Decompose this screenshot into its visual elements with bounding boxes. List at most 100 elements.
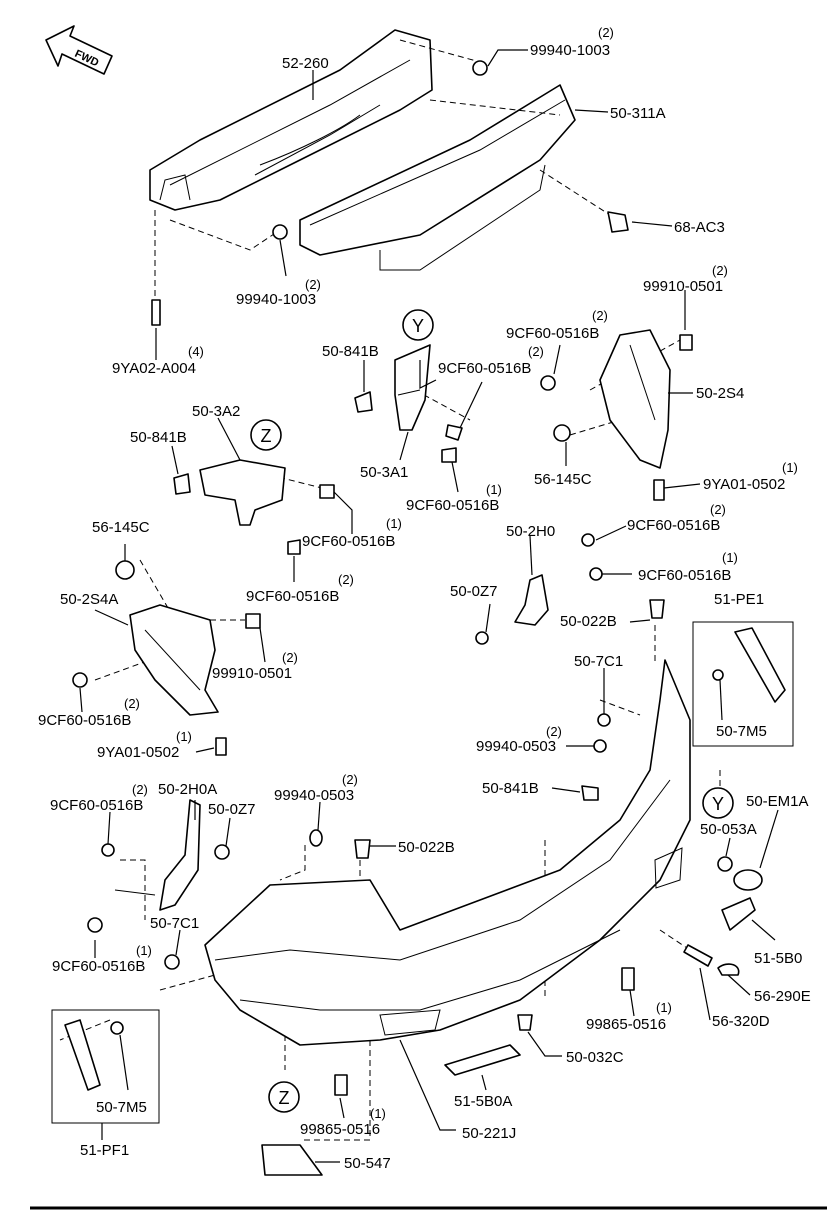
side-bracket-left <box>114 799 201 911</box>
label-50-2H0A: 50-2H0A <box>158 781 217 798</box>
label-68-AC3: 68-AC3 <box>674 219 725 236</box>
label-99940-1003: 99940-1003 <box>236 291 316 308</box>
label-50-3A1: 50-3A1 <box>360 464 408 481</box>
label-56-290E: 56-290E <box>754 988 811 1005</box>
label-99865-0516: 99865-0516 <box>586 1016 666 1033</box>
clip-icon <box>173 473 191 495</box>
clip-icon <box>214 844 230 860</box>
clip-icon <box>597 713 611 727</box>
screw-icon <box>101 843 115 857</box>
clip-icon <box>354 839 371 859</box>
label-50-841B: 50-841B <box>322 343 379 360</box>
callout-y-top: Y <box>402 309 434 341</box>
svg-text:(1): (1) <box>782 460 798 475</box>
screw-icon <box>334 1074 348 1096</box>
svg-text:Y: Y <box>712 794 724 814</box>
svg-text:(2): (2) <box>710 502 726 517</box>
label-9CF60-0516B: 9CF60-0516B <box>438 360 531 377</box>
callout-y-bottom: Y <box>702 787 734 819</box>
label-50-547: 50-547 <box>344 1155 391 1172</box>
bumper-cover <box>204 659 691 1046</box>
svg-text:(1): (1) <box>176 729 192 744</box>
label-9YA02-A004: 9YA02-A004 <box>112 360 196 377</box>
label-51-5B0A: 51-5B0A <box>454 1093 512 1110</box>
nut-icon <box>593 739 607 753</box>
svg-text:(2): (2) <box>528 344 544 359</box>
screw-icon <box>653 479 665 501</box>
svg-text:Z: Z <box>279 1088 290 1108</box>
label-99865-0516: 99865-0516 <box>300 1121 380 1138</box>
label-51-PF1: 51-PF1 <box>80 1142 129 1159</box>
screw-icon <box>287 539 301 555</box>
label-50-7C1: 50-7C1 <box>150 915 199 932</box>
svg-text:(2): (2) <box>342 772 358 787</box>
label-50-841B: 50-841B <box>130 429 187 446</box>
label-51-PE1: 51-PE1 <box>714 591 764 608</box>
label-9CF60-0516B: 9CF60-0516B <box>50 797 143 814</box>
cover-50-547 <box>261 1144 323 1176</box>
label-99940-0503: 99940-0503 <box>274 787 354 804</box>
clip-icon <box>649 599 665 619</box>
reflector-inset-left <box>51 1009 160 1124</box>
svg-text:(1): (1) <box>386 516 402 531</box>
nut-icon <box>540 375 556 391</box>
screw-icon <box>215 737 227 756</box>
label-50-7C1: 50-7C1 <box>574 653 623 670</box>
label-9YA01-0502: 9YA01-0502 <box>97 744 179 761</box>
label-9CF60-0516B: 9CF60-0516B <box>638 567 731 584</box>
label-50-032C: 50-032C <box>566 1049 624 1066</box>
clip-56-290e <box>717 963 740 976</box>
nut-icon <box>475 631 489 645</box>
label-52-260: 52-260 <box>282 55 329 72</box>
label-56-145C: 56-145C <box>534 471 592 488</box>
label-50-841B: 50-841B <box>482 780 539 797</box>
splash-shield-right <box>599 329 671 469</box>
svg-text:(1): (1) <box>656 1000 672 1015</box>
callout-z-top: Z <box>250 419 282 451</box>
label-99940-0503: 99940-0503 <box>476 738 556 755</box>
clip-icon <box>581 785 599 801</box>
side-bracket-right <box>514 574 549 626</box>
label-56-145C: 56-145C <box>92 519 150 536</box>
screw-icon <box>445 424 463 441</box>
label-50-2S4: 50-2S4 <box>696 385 744 402</box>
clip-icon <box>354 391 373 413</box>
screw-icon <box>621 967 635 991</box>
label-50-7M5: 50-7M5 <box>96 1099 147 1116</box>
label-50-2H0: 50-2H0 <box>506 523 555 540</box>
svg-text:Z: Z <box>261 426 272 446</box>
clip-icon <box>115 560 135 580</box>
cap-50-em1a <box>733 869 763 891</box>
fwd-arrow-icon: FWD <box>45 25 113 75</box>
label-99910-0501: 99910-0501 <box>643 278 723 295</box>
svg-text:(2): (2) <box>546 724 562 739</box>
label-50-EM1A: 50-EM1A <box>746 793 809 810</box>
label-56-320D: 56-320D <box>712 1013 770 1030</box>
label-50-7M5: 50-7M5 <box>716 723 767 740</box>
label-50-311A: 50-311A <box>610 105 666 122</box>
screw-icon <box>441 447 457 463</box>
clip-icon <box>517 1014 533 1031</box>
label-99910-0501: 99910-0501 <box>212 665 292 682</box>
svg-text:(2): (2) <box>282 650 298 665</box>
screw-icon <box>589 567 603 581</box>
nut-icon <box>164 954 180 970</box>
reflector-51-5b0a <box>444 1044 521 1076</box>
svg-text:(2): (2) <box>598 25 614 40</box>
bracket-3a2 <box>199 459 286 526</box>
svg-text:(1): (1) <box>486 482 502 497</box>
leader-lines <box>79 49 779 1163</box>
label-9CF60-0516B: 9CF60-0516B <box>406 497 499 514</box>
label-9CF60-0516B: 9CF60-0516B <box>627 517 720 534</box>
svg-text:(4): (4) <box>188 344 204 359</box>
screw-icon <box>151 299 161 326</box>
label-99940-1003: 99940-1003 <box>530 42 610 59</box>
callout-z-bottom: Z <box>268 1081 300 1113</box>
screw-icon <box>72 672 88 688</box>
label-9CF60-0516B: 9CF60-0516B <box>38 712 131 729</box>
label-50-022B: 50-022B <box>560 613 617 630</box>
label-9YA01-0502: 9YA01-0502 <box>703 476 785 493</box>
energy-absorber <box>299 84 576 271</box>
screw-icon <box>319 484 335 499</box>
